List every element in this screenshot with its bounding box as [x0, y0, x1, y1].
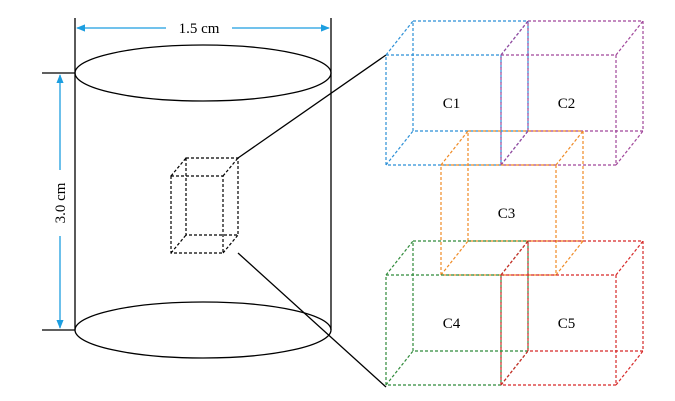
cube-edge	[385, 350, 414, 386]
cube-edge	[500, 240, 529, 276]
connector-bottom	[237, 252, 387, 388]
cube-edge	[385, 240, 414, 276]
width-dimension: 1.5 cm	[74, 18, 332, 73]
cube-c5: C5	[500, 240, 644, 386]
cube-back-face	[412, 240, 529, 352]
cube-label: C2	[558, 96, 576, 112]
sample-box	[170, 157, 239, 254]
cube-back-face	[412, 20, 529, 132]
cube-label: C3	[498, 206, 516, 222]
cube-c2: C2	[500, 20, 644, 166]
cube-edge	[500, 350, 529, 386]
cube-edge	[555, 130, 584, 166]
cube-edge	[500, 20, 529, 56]
cylinder-bottom-ellipse	[74, 301, 332, 359]
cube-label: C1	[443, 96, 461, 112]
cube-edge	[555, 240, 584, 276]
cylinder	[74, 44, 332, 359]
cube-edge	[500, 130, 529, 166]
cube-c3: C3	[440, 130, 584, 276]
cylinder-top-ellipse	[74, 44, 332, 102]
cube-edge	[615, 130, 644, 166]
cube-c4: C4	[385, 240, 529, 386]
cube-edge	[440, 130, 469, 166]
cube-edge	[615, 350, 644, 386]
cube-front-face	[500, 274, 617, 386]
cube-edge	[615, 240, 644, 276]
cube-back-face	[467, 130, 584, 242]
height-dimension: 3.0 cm	[42, 72, 75, 331]
cube-c1: C1	[385, 20, 529, 166]
width-label: 1.5 cm	[179, 21, 220, 37]
cube-edge	[615, 20, 644, 56]
cube-back-face	[527, 20, 644, 132]
cube-label: C5	[558, 316, 576, 332]
cube-back-face	[527, 240, 644, 352]
cube-edge	[440, 240, 469, 276]
cube-label: C4	[443, 316, 461, 332]
cube-front-face	[500, 54, 617, 166]
cube-edge	[385, 130, 414, 166]
cube-edge	[385, 20, 414, 56]
connector-top	[237, 54, 387, 159]
height-label: 3.0 cm	[53, 182, 69, 223]
